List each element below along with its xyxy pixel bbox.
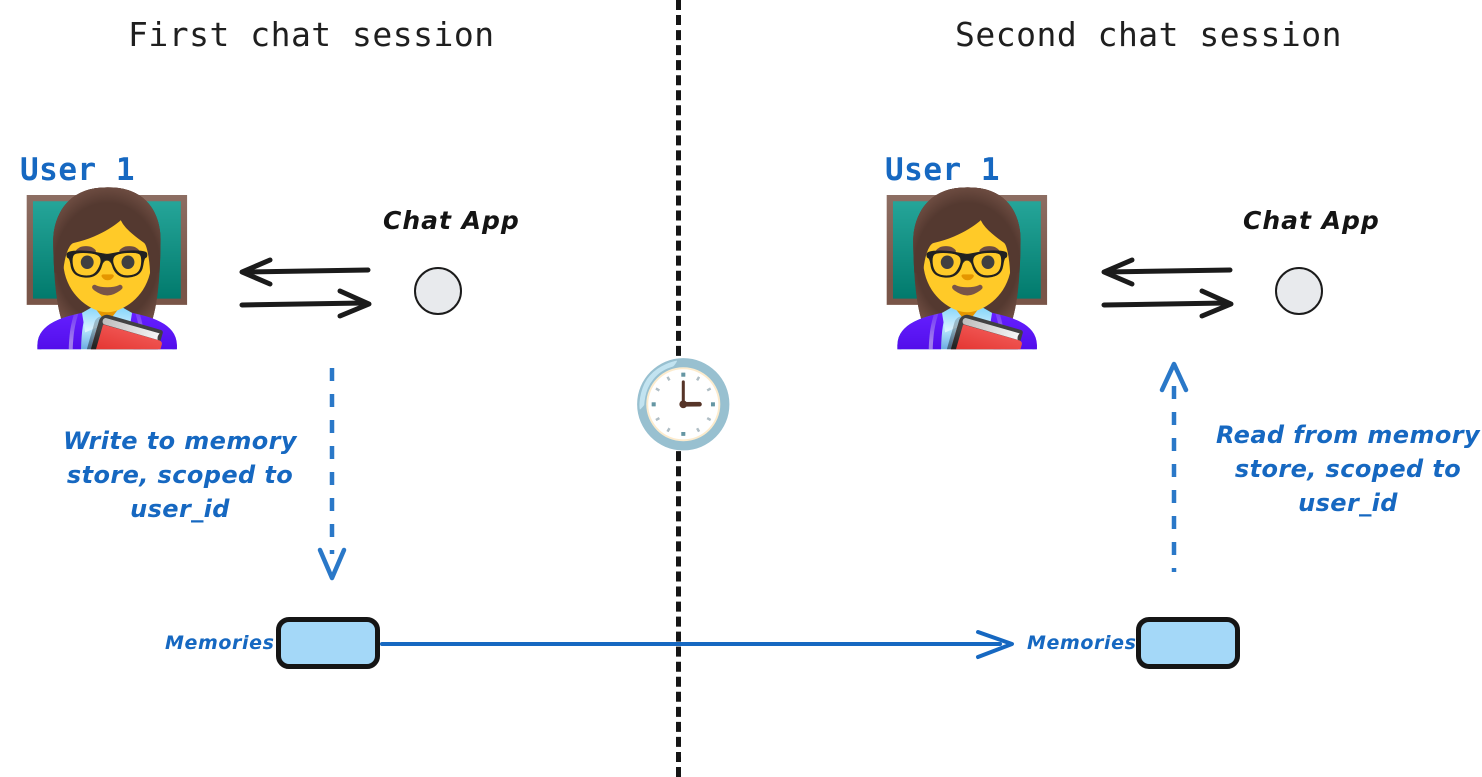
user-label-right: User 1 [885,152,1000,188]
page-title-left-session: First chat session [128,15,495,54]
bidirectional-arrows-icon-right [1098,257,1238,319]
annotation-line: user_id [130,495,230,524]
annotation-line: Read from memory [1215,421,1481,449]
clock-three-oclock-emoji: 🕒 [631,355,736,453]
memories-label-left: Memories [165,632,275,654]
dashed-vertical-divider [676,0,681,777]
memory-persistence-arrow [380,628,1022,662]
chat-app-label-left: Chat App [383,206,520,235]
memory-store-box-right [1136,617,1240,669]
avatar-user1-right: 👩‍🏫 [876,184,1058,354]
annotation-line: user_id [1298,489,1398,518]
app-circle-icon-left [414,267,462,315]
bidirectional-arrows-icon-left [236,257,376,319]
memories-label-right: Memories [1027,632,1137,654]
app-circle-icon-right [1275,267,1323,315]
annotation-write-to-memory: Write to memory store, scoped to user_id [50,424,310,526]
avatar-user1-left: 👩‍🏫 [16,184,198,354]
chat-app-label-right: Chat App [1243,206,1380,235]
annotation-read-from-memory: Read from memory store, scoped to user_i… [1215,418,1481,520]
user-label-left: User 1 [20,152,135,188]
annotation-line: Write to memory [63,427,297,455]
annotation-line: store, scoped to [66,461,294,490]
memory-store-box-left [276,617,380,669]
dashed-arrow-down-icon-left [308,366,358,582]
page-title-right-session: Second chat session [955,15,1342,54]
annotation-line: store, scoped to [1234,455,1462,484]
dashed-arrow-up-icon-right [1150,361,1200,574]
